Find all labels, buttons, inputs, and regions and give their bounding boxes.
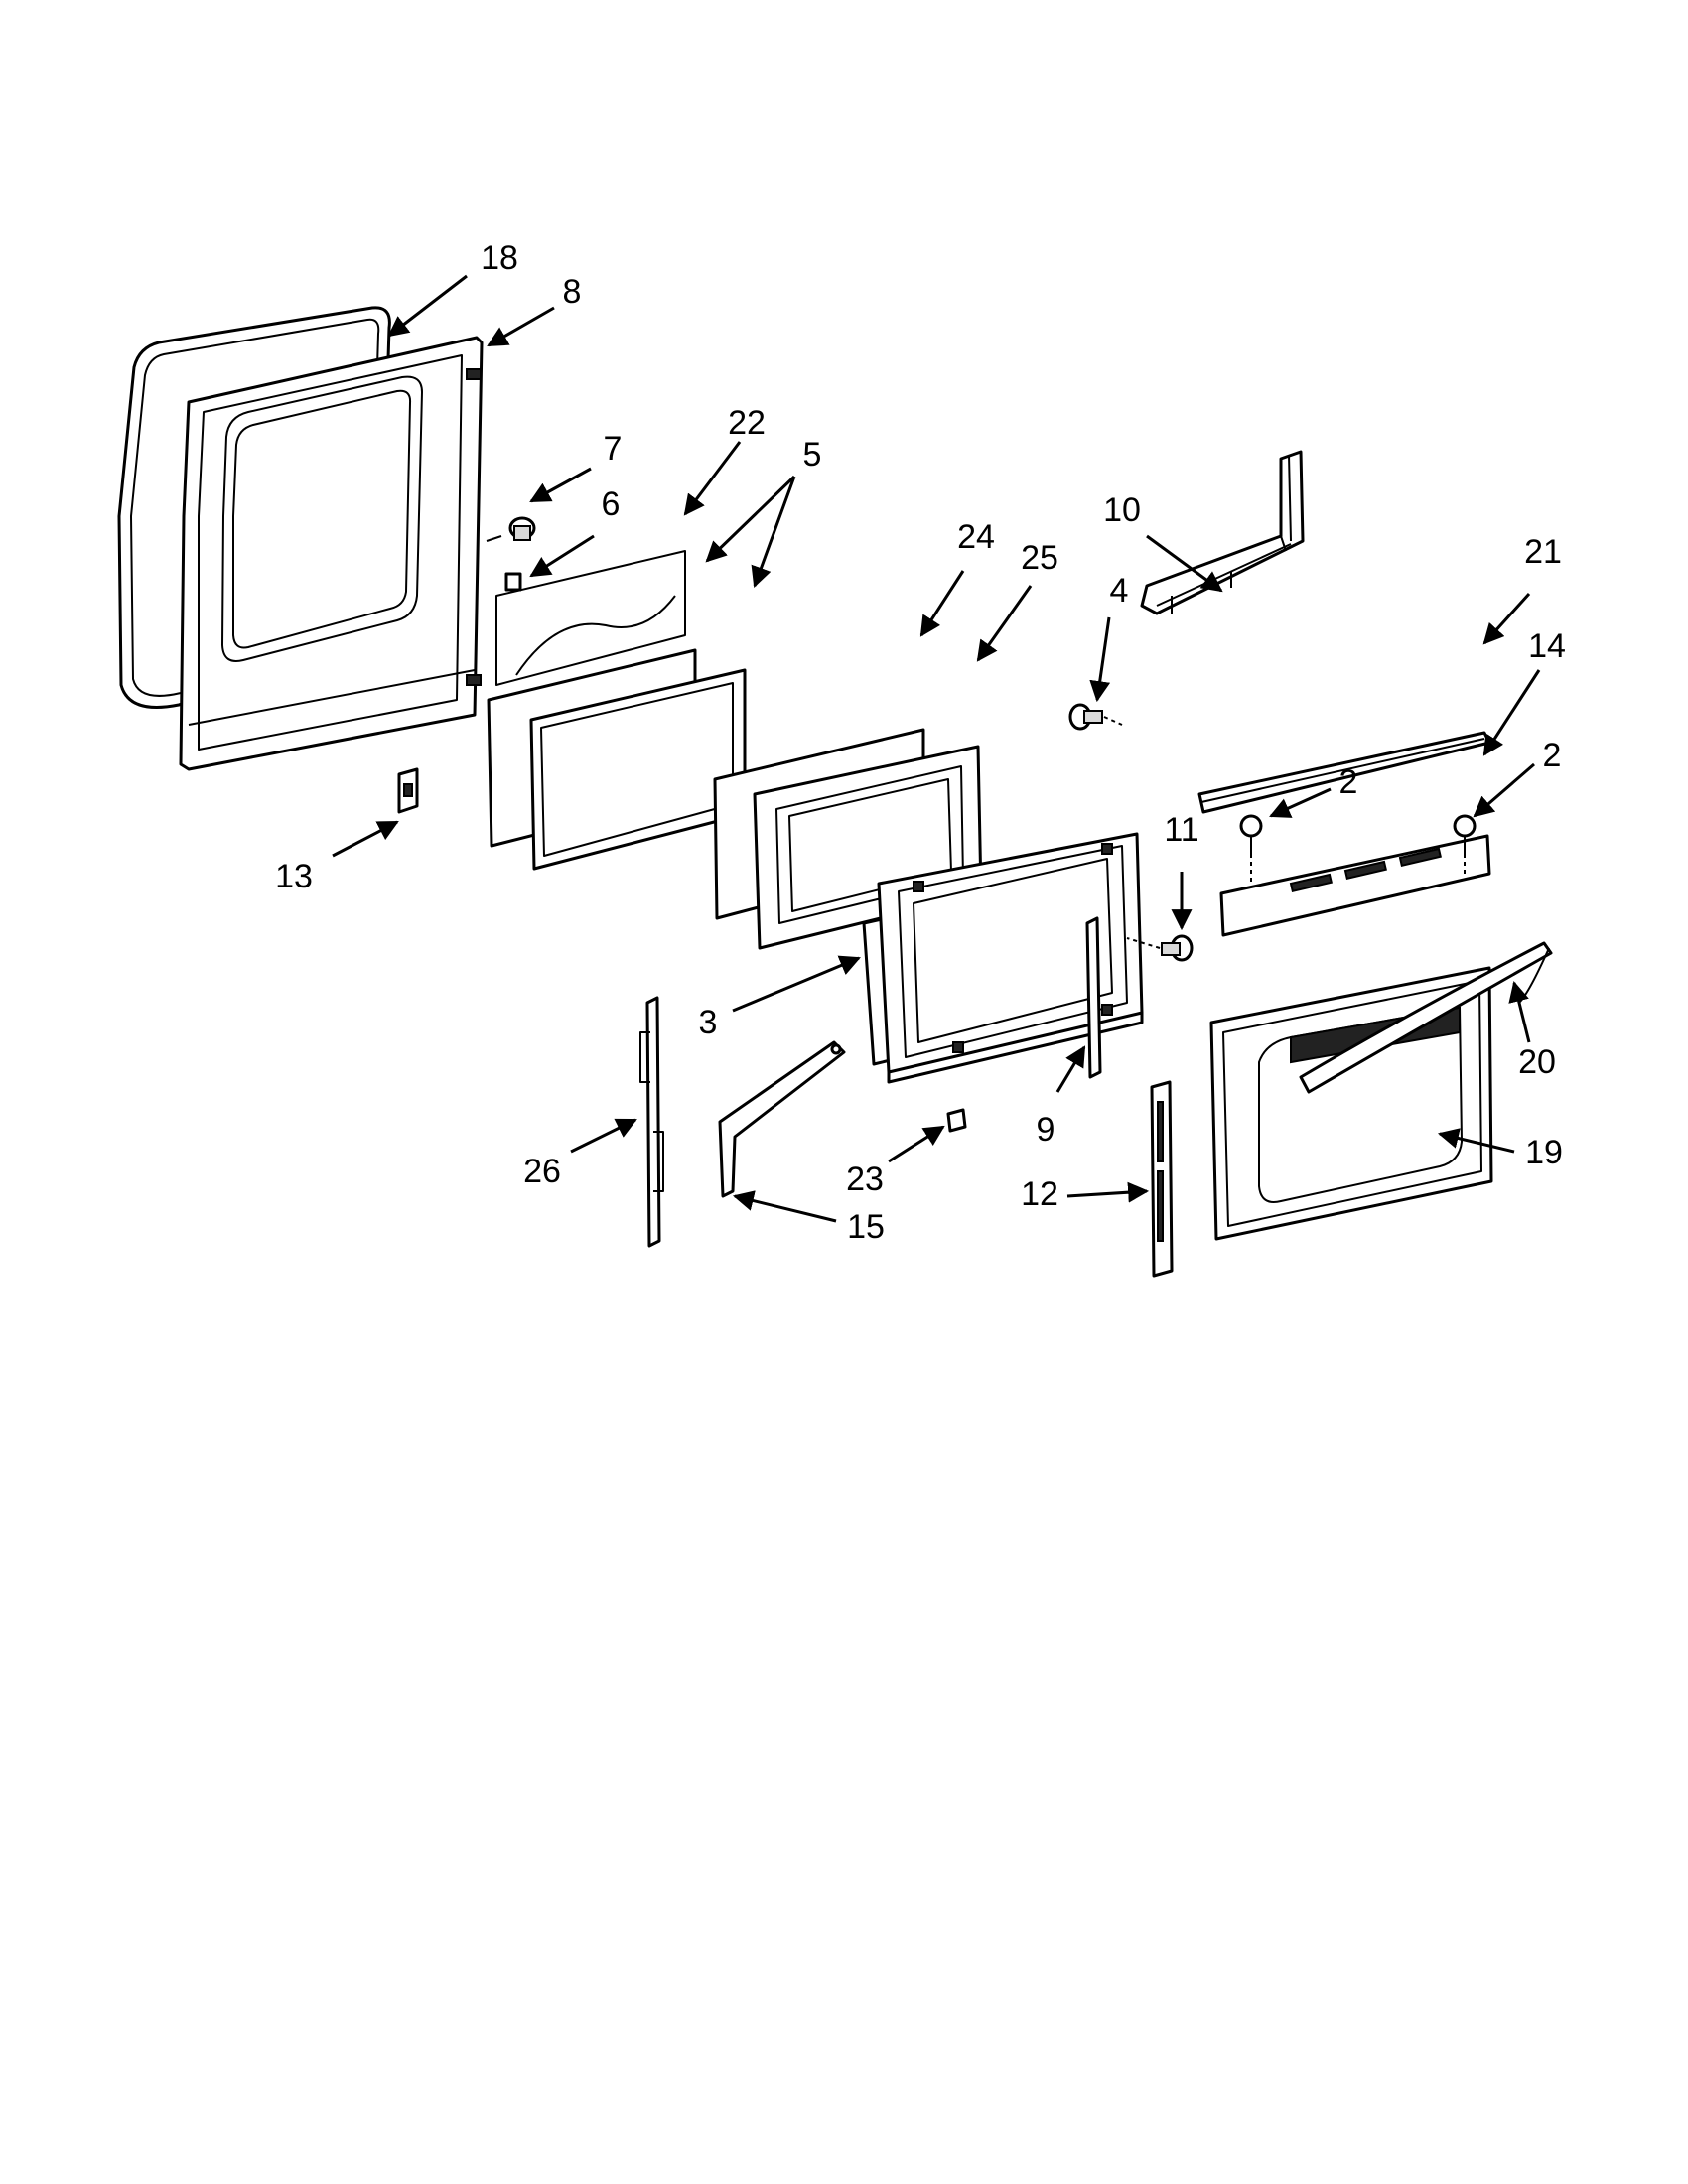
part-7-door-stop bbox=[486, 516, 536, 542]
callout-11: 11 bbox=[1164, 811, 1198, 849]
callout-9: 9 bbox=[1037, 1111, 1055, 1149]
callout-15: 15 bbox=[847, 1208, 885, 1246]
part-11-screw bbox=[1126, 934, 1194, 962]
callout-19: 19 bbox=[1525, 1134, 1563, 1171]
callout-5: 5 bbox=[803, 436, 822, 474]
callout-26: 26 bbox=[523, 1153, 561, 1190]
part-23-pad bbox=[946, 1108, 967, 1133]
callout-20: 20 bbox=[1518, 1043, 1556, 1081]
callout-2a: 2 bbox=[1339, 763, 1358, 801]
callout-labels: 18 8 7 6 22 5 10 24 25 4 21 14 2 2 13 11… bbox=[275, 239, 1566, 1246]
part-22-heat-shield bbox=[495, 550, 686, 686]
part-3-door-frame bbox=[862, 832, 1144, 1084]
part-12-side-trim bbox=[1150, 1080, 1174, 1278]
leader-lines bbox=[332, 274, 1541, 1223]
part-18-door-gasket bbox=[117, 306, 391, 709]
callout-18: 18 bbox=[481, 239, 518, 277]
part-15-hinge-bracket bbox=[718, 1040, 846, 1198]
part-4-screw bbox=[1068, 703, 1123, 731]
callout-22: 22 bbox=[728, 404, 766, 442]
callout-7: 7 bbox=[604, 430, 623, 468]
callout-24: 24 bbox=[957, 518, 995, 556]
part-5-glass-panels bbox=[487, 648, 747, 871]
callout-13: 13 bbox=[275, 858, 313, 895]
part-2-screw-right bbox=[1453, 814, 1477, 874]
callout-6: 6 bbox=[602, 485, 621, 523]
callout-10: 10 bbox=[1103, 491, 1141, 529]
callout-4: 4 bbox=[1110, 572, 1129, 610]
callout-8: 8 bbox=[563, 273, 582, 311]
callout-2b: 2 bbox=[1543, 737, 1562, 774]
part-6-clip bbox=[504, 572, 522, 592]
part-8-inner-door-panel bbox=[179, 336, 484, 771]
part-14-vent-panel bbox=[1219, 834, 1491, 937]
callout-14: 14 bbox=[1528, 627, 1566, 665]
part-9-hinge-strip bbox=[1085, 916, 1102, 1079]
callout-25: 25 bbox=[1021, 539, 1058, 577]
callout-3: 3 bbox=[699, 1004, 718, 1041]
part-10-vent-duct bbox=[1140, 450, 1305, 615]
callout-23: 23 bbox=[846, 1160, 884, 1198]
callout-21: 21 bbox=[1524, 533, 1562, 571]
part-2-screw-left bbox=[1239, 814, 1263, 884]
part-26-hinge-channel bbox=[639, 996, 664, 1248]
callout-12: 12 bbox=[1021, 1175, 1058, 1213]
part-13-bracket bbox=[397, 767, 419, 814]
